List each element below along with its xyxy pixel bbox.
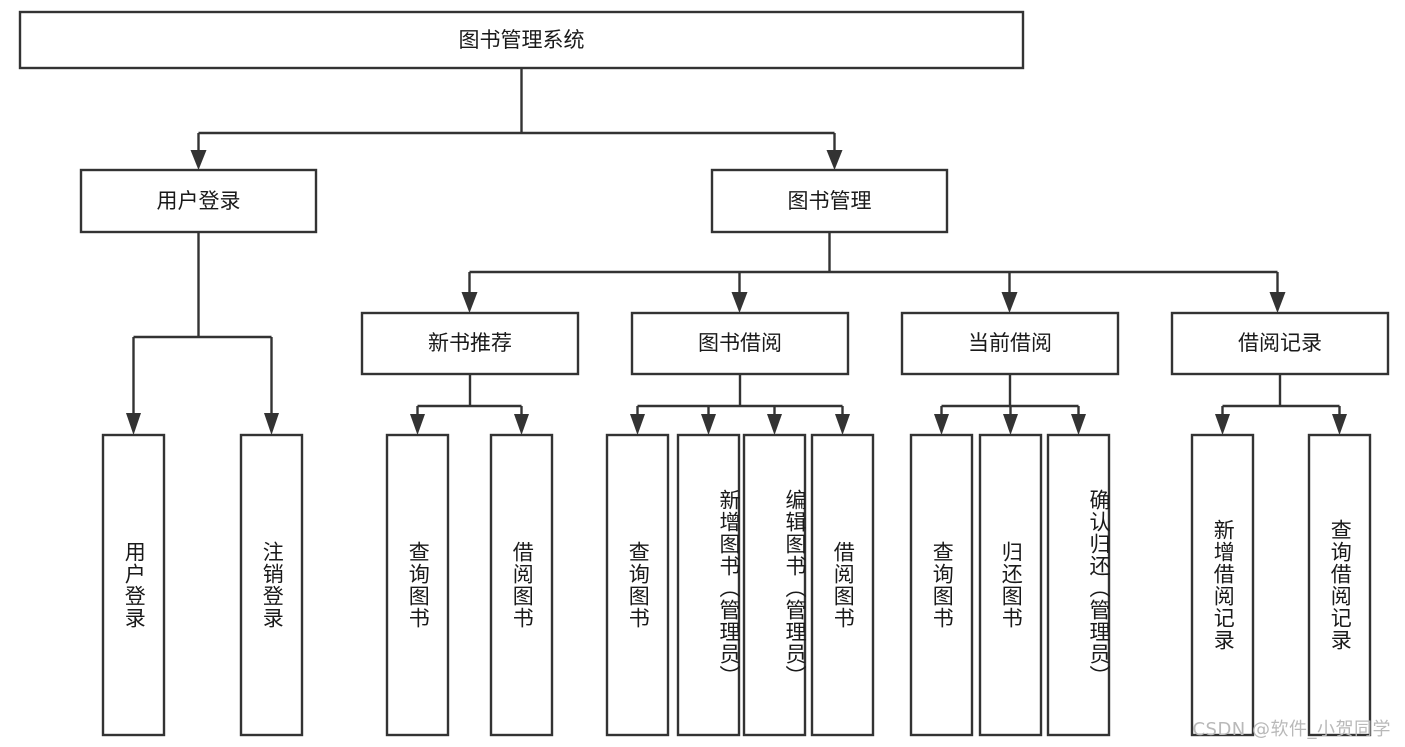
arrowhead-leaf-confirm-return [1071, 414, 1086, 435]
connector-borrow-record-to-leaves [1215, 374, 1347, 435]
node-new-book-recommend[interactable]: 新书推荐 [360, 311, 580, 376]
leaf-user-login-box[interactable] [101, 433, 166, 737]
connector-book-management-to-level3 [461, 232, 1286, 313]
arrowhead-leaf-query-book-2 [630, 414, 645, 435]
arrowhead-book-management [826, 150, 843, 170]
leaf-edit-book-box[interactable] [742, 433, 807, 737]
node-book-management[interactable]: 图书管理 [710, 168, 949, 234]
arrowhead-current-borrow [1001, 292, 1018, 313]
node-book-borrow[interactable]: 图书借阅 [630, 311, 850, 376]
arrowhead-leaf-edit-book [767, 414, 782, 435]
arrowhead-new-book-recommend [461, 292, 478, 313]
connector-root-to-level2 [190, 68, 843, 170]
node-borrow-record-box[interactable] [1170, 311, 1390, 376]
node-book-management-label: 图书管理 [788, 189, 872, 213]
watermark: CSDN @软件_小贺同学 [1192, 719, 1391, 740]
leaf-confirm-return-box[interactable] [1046, 433, 1111, 737]
node-root[interactable]: 图书管理系统 [18, 10, 1025, 70]
leaf-return-book-box[interactable] [978, 433, 1043, 737]
node-book-borrow-box[interactable] [630, 311, 850, 376]
node-borrow-record[interactable]: 借阅记录 [1170, 311, 1390, 376]
node-root-label: 图书管理系统 [459, 28, 585, 52]
node-current-borrow[interactable]: 当前借阅 [900, 311, 1120, 376]
node-current-borrow-box[interactable] [900, 311, 1120, 376]
connector-new-book-recommend-to-leaves [410, 374, 529, 435]
leaf-user-logout-box[interactable] [239, 433, 304, 737]
node-borrow-record-label: 借阅记录 [1238, 331, 1322, 355]
arrowhead-leaf-borrow-book-1 [514, 414, 529, 435]
arrowhead-leaf-user-login [126, 413, 141, 435]
arrowhead-leaf-query-book-1 [410, 414, 425, 435]
node-root-box[interactable] [18, 10, 1025, 70]
arrowhead-leaf-query-record [1332, 414, 1347, 435]
node-user-login-label: 用户登录 [157, 189, 241, 213]
arrowhead-user-login [190, 150, 207, 170]
leaf-borrow-book-1-box[interactable] [489, 433, 554, 737]
node-user-login[interactable]: 用户登录 [79, 168, 318, 234]
leaf-add-record-box[interactable] [1190, 433, 1255, 737]
arrowhead-leaf-user-logout [264, 413, 279, 435]
arrowhead-leaf-borrow-book-2 [835, 414, 850, 435]
leaf-query-book-3-box[interactable] [909, 433, 974, 737]
leaf-boxes [101, 433, 1372, 737]
connector-current-borrow-to-leaves [934, 374, 1086, 435]
node-current-borrow-label: 当前借阅 [968, 331, 1052, 355]
arrowhead-book-borrow [731, 292, 748, 313]
node-new-book-recommend-label: 新书推荐 [428, 331, 512, 355]
node-new-book-recommend-box[interactable] [360, 311, 580, 376]
node-book-management-box[interactable] [710, 168, 949, 234]
arrowhead-leaf-query-book-3 [934, 414, 949, 435]
arrowhead-leaf-add-book [701, 414, 716, 435]
leaf-borrow-book-2-box[interactable] [810, 433, 875, 737]
arrowhead-borrow-record [1269, 292, 1286, 313]
connector-book-borrow-to-leaves [630, 374, 850, 435]
leaf-query-book-1-box[interactable] [385, 433, 450, 737]
leaf-add-book-box[interactable] [676, 433, 741, 737]
arrowhead-leaf-add-record [1215, 414, 1230, 435]
leaf-query-book-2-box[interactable] [605, 433, 670, 737]
connector-user-login-to-leaves [126, 232, 279, 435]
leaf-query-record-box[interactable] [1307, 433, 1372, 737]
arrowhead-leaf-return-book [1003, 414, 1018, 435]
node-book-borrow-label: 图书借阅 [698, 331, 782, 355]
